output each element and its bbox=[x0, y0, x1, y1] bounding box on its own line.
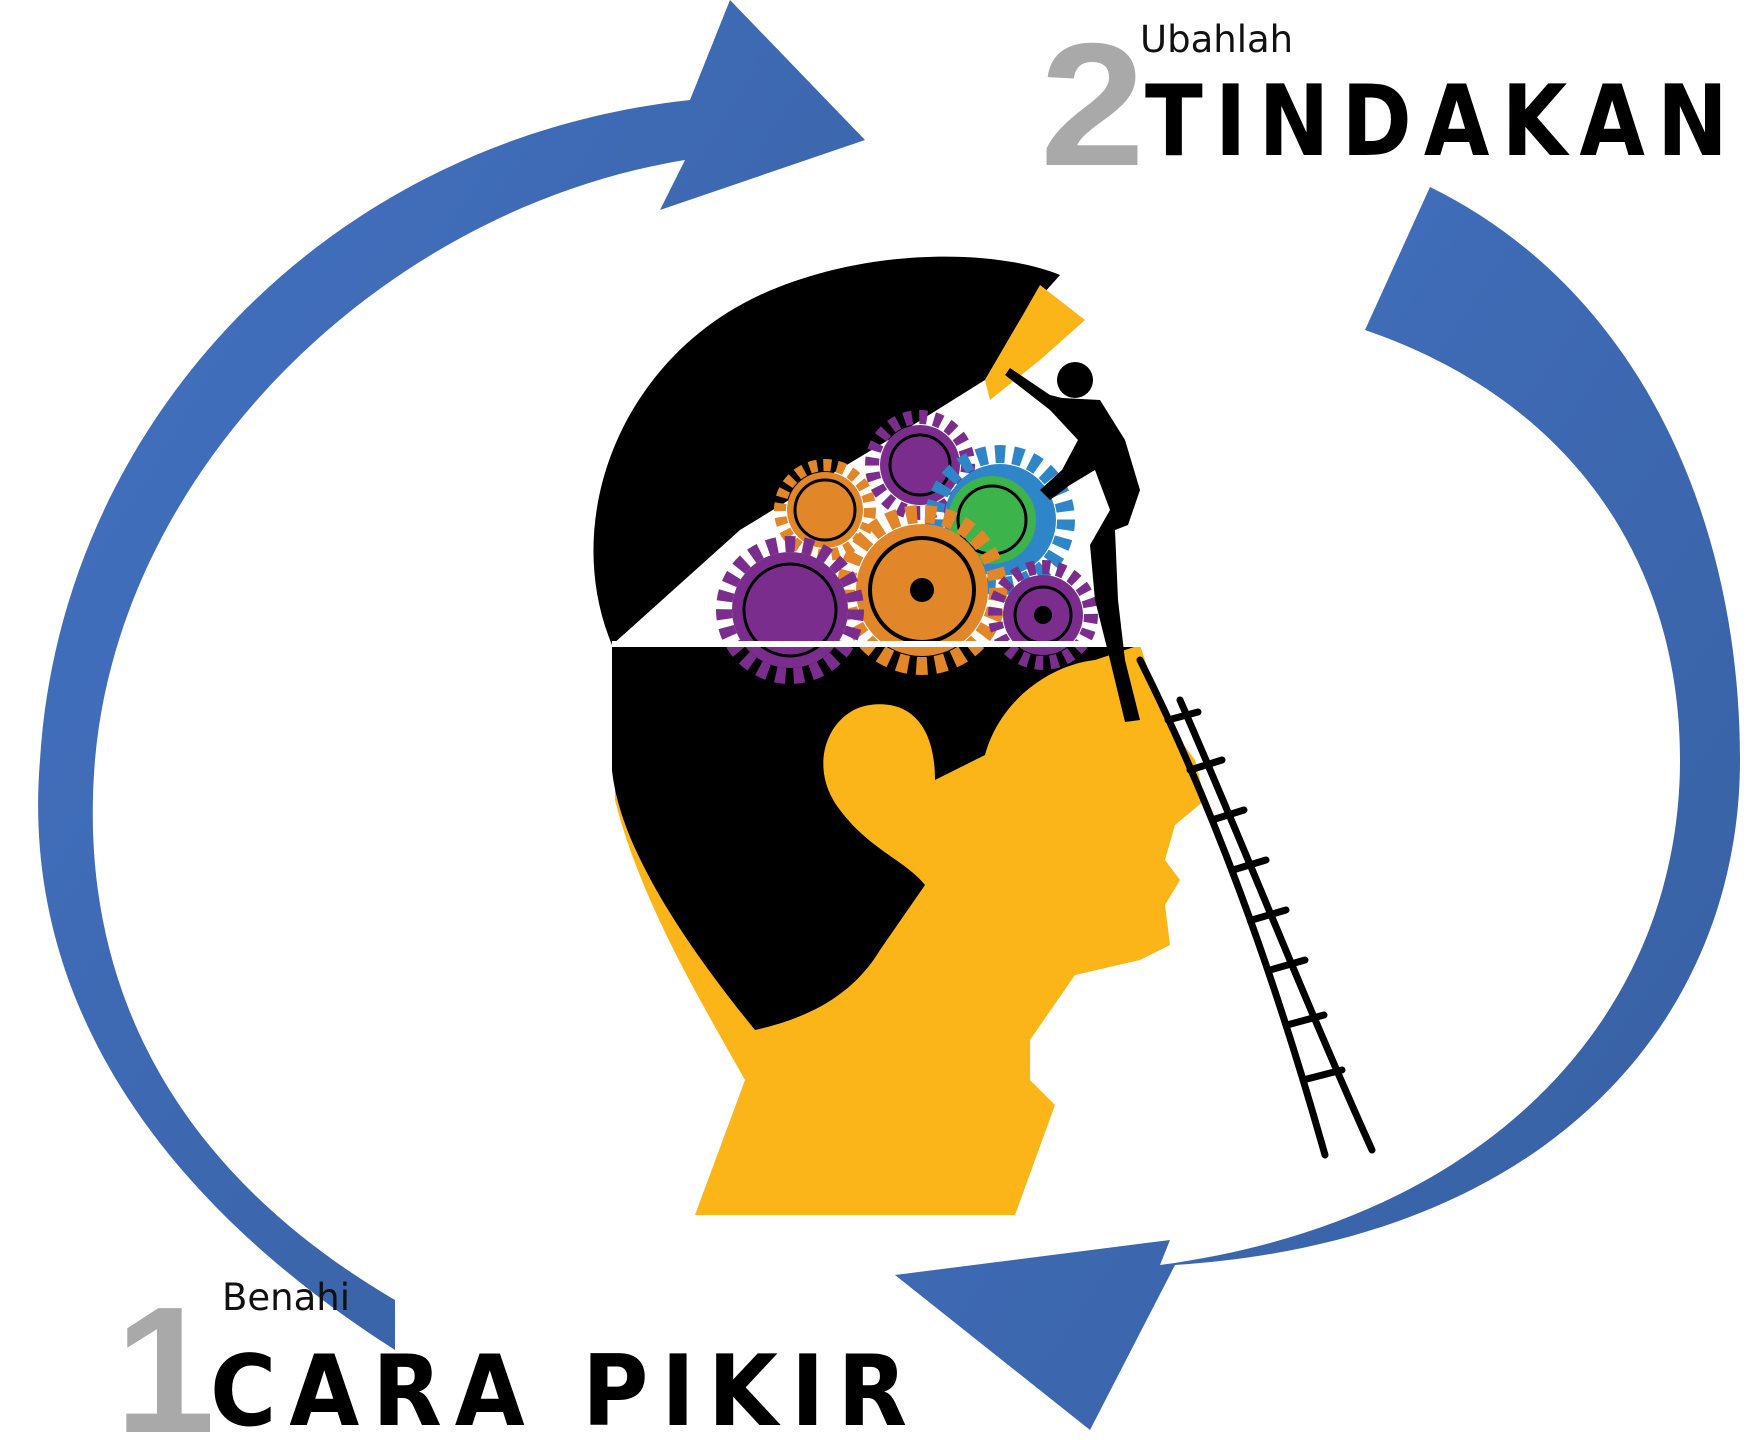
gear-icon bbox=[716, 536, 864, 684]
step-1-number: 1 bbox=[115, 1270, 215, 1440]
head-silhouette-icon bbox=[593, 256, 1205, 1215]
step-1-label: 1 Benahi CARA PIKIR bbox=[115, 1270, 920, 1440]
step-1-verb: Benahi bbox=[222, 1276, 350, 1319]
step-1-title: CARA PIKIR bbox=[210, 1335, 920, 1440]
climbing-man-icon bbox=[1005, 362, 1140, 722]
gear-icon bbox=[837, 505, 1007, 675]
step-2-label: 2 Ubahlah TINDAKAN bbox=[1040, 8, 1740, 203]
step-2-title: TINDAKAN bbox=[1145, 65, 1740, 179]
cycle-arrow-left-icon bbox=[38, 0, 865, 1350]
cycle-arrow-right-icon bbox=[895, 187, 1740, 1430]
gears-group bbox=[612, 410, 1142, 684]
step-2-verb: Ubahlah bbox=[1140, 18, 1293, 61]
step-2-number: 2 bbox=[1040, 8, 1145, 203]
ladder-icon bbox=[1136, 656, 1376, 1159]
